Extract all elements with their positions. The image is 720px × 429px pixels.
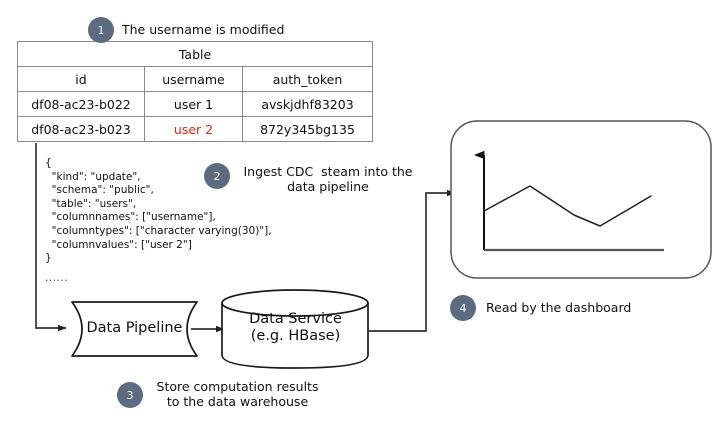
cell-auth-token: avskjdhf83203 bbox=[241, 91, 374, 117]
chart-line-series bbox=[483, 185, 652, 227]
step-label-1: The username is modified bbox=[122, 22, 285, 37]
connector-table-to-pipeline bbox=[35, 143, 67, 332]
node-label-data-service: Data Service (e.g. HBase) bbox=[249, 311, 342, 344]
dashboard-chart bbox=[474, 150, 664, 252]
table-row[interactable]: df08-ac23-b022 user 1 avskjdhf83203 bbox=[17, 91, 374, 117]
step-label-2: Ingest CDC steam into the data pipeline bbox=[243, 164, 413, 194]
cell-id: df08-ac23-b022 bbox=[17, 91, 145, 117]
cdc-json-ellipsis: ...... bbox=[45, 272, 69, 284]
table-header-id: id bbox=[17, 66, 145, 92]
table-caption-row: Table bbox=[16, 41, 374, 67]
cell-id: df08-ac23-b023 bbox=[17, 116, 145, 142]
modified-record-table[interactable]: Table id username auth_token df08-ac23-b… bbox=[16, 41, 374, 142]
table-caption: Table bbox=[16, 41, 374, 67]
node-data-pipeline-shape[interactable] bbox=[71, 301, 198, 357]
cell-username-modified: user 2 bbox=[144, 116, 243, 142]
cell-username: user 1 bbox=[144, 91, 243, 117]
cell-auth-token: 872y345bg135 bbox=[241, 116, 374, 142]
table-header-username: username bbox=[144, 66, 243, 92]
connector-service-to-dashboard bbox=[368, 189, 456, 332]
step-label-4: Read by the dashboard bbox=[486, 300, 632, 315]
step-badge-4[interactable]: 4 bbox=[450, 295, 476, 321]
step-badge-1[interactable]: 1 bbox=[88, 17, 114, 43]
table-header-auth-token: auth_token bbox=[241, 66, 374, 92]
node-data-service-shape[interactable] bbox=[221, 289, 369, 369]
table-row[interactable]: df08-ac23-b023 user 2 872y345bg135 bbox=[17, 116, 374, 142]
cdc-json-payload: { "kind": "update", "schema": "public", … bbox=[45, 157, 272, 265]
step-badge-2[interactable]: 2 bbox=[204, 163, 230, 189]
step-badge-3[interactable]: 3 bbox=[117, 382, 143, 408]
node-dashboard-shape[interactable] bbox=[450, 120, 712, 279]
step-label-3: Store computation results to the data wa… bbox=[156, 379, 319, 409]
node-label-data-pipeline: Data Pipeline bbox=[86, 320, 183, 336]
table-header-row: id username auth_token bbox=[17, 66, 374, 92]
